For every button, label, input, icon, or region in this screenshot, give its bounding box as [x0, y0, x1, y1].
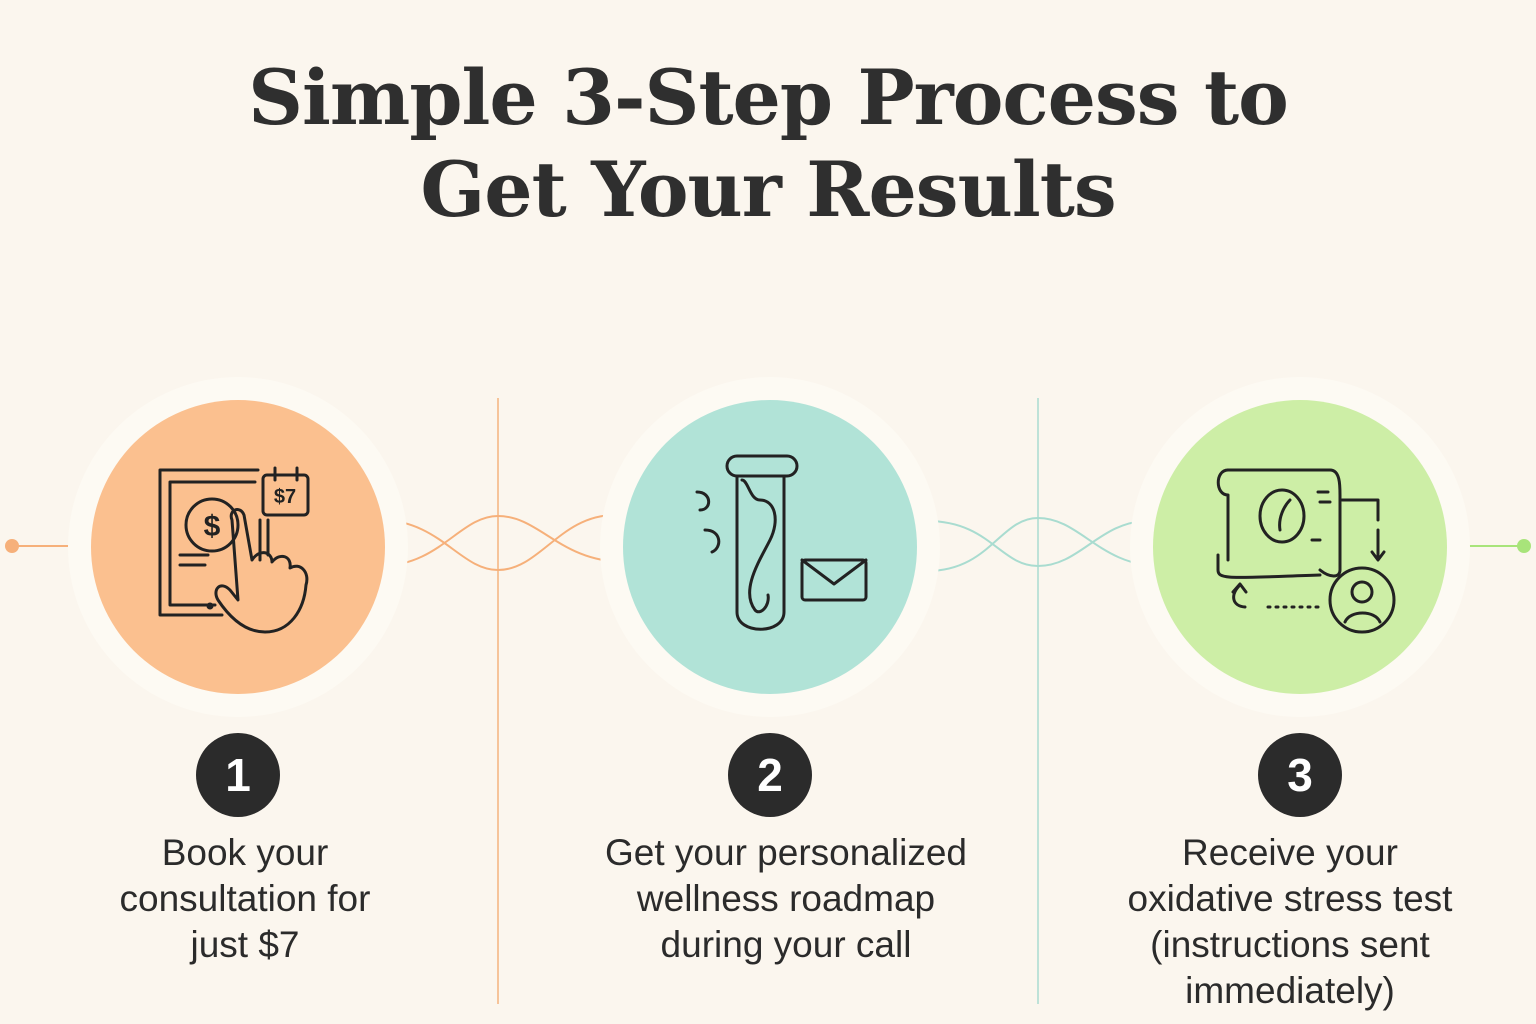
- wave-connector-1-2: [379, 514, 626, 572]
- wave-connector-2-3: [926, 516, 1161, 572]
- connector-dot: [5, 539, 19, 553]
- scroll-user-cycle-icon: [1216, 468, 1396, 634]
- step-2-number-badge: 2: [728, 733, 812, 817]
- step-3-line: immediately): [1185, 970, 1395, 1011]
- step-2-description: Get your personalized wellness roadmap d…: [576, 830, 996, 968]
- step-1-circle: [91, 400, 385, 694]
- step-1-number-badge: 1: [196, 733, 280, 817]
- tablet-pay-tap-icon: [158, 466, 310, 634]
- connector-dot: [1517, 539, 1531, 553]
- step-2-line: wellness roadmap: [636, 878, 936, 919]
- title-line-2: Get Your Results: [420, 145, 1116, 234]
- step-3-description: Receive your oxidative stress test (inst…: [1080, 830, 1500, 1014]
- step-2-line: during your call: [660, 924, 912, 965]
- page-title: Simple 3-Step Process to Get Your Result…: [0, 52, 1536, 236]
- step-3-circle: [1153, 400, 1447, 694]
- step-1-line: consultation for: [119, 878, 371, 919]
- step-2-line: Get your personalized: [605, 832, 967, 873]
- title-line-1: Simple 3-Step Process to: [248, 53, 1289, 142]
- step-3-line: oxidative stress test: [1127, 878, 1453, 919]
- step-1-line: just $7: [190, 924, 300, 965]
- price-tag: $7: [274, 486, 296, 508]
- step-1-description: Book your consultation for just $7: [35, 830, 455, 968]
- dollar-sign: $: [204, 510, 221, 543]
- step-2-circle: [623, 400, 917, 694]
- step-3-line: (instructions sent: [1150, 924, 1430, 965]
- step-3-line: Receive your: [1182, 832, 1398, 873]
- step-3-number-badge: 3: [1258, 733, 1342, 817]
- test-tube-envelope-icon: [695, 454, 868, 631]
- step-1-line: Book your: [161, 832, 329, 873]
